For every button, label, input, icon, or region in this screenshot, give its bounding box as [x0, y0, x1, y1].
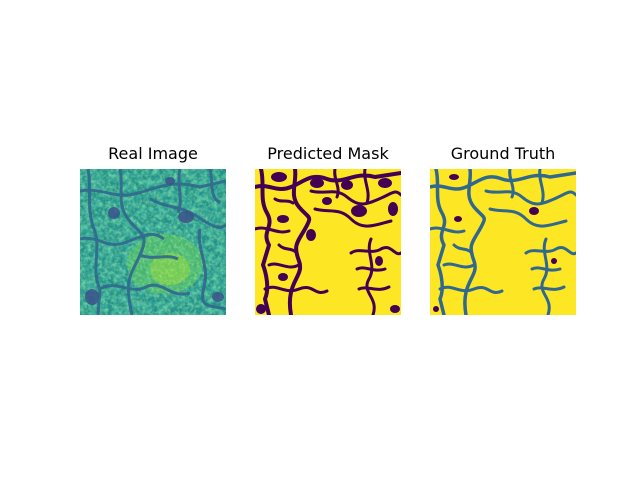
ground-truth-image — [430, 169, 576, 315]
real-image-title: Real Image — [108, 144, 198, 163]
predicted-mask-image — [255, 169, 401, 315]
real-image — [80, 169, 226, 315]
predicted-mask-title: Predicted Mask — [267, 144, 389, 163]
ground-truth-title: Ground Truth — [450, 144, 556, 163]
